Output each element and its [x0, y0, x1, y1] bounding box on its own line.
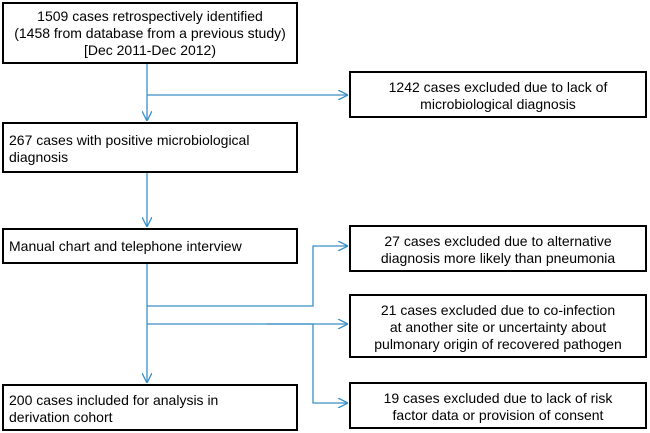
excluded-risk-line-2: factor data or provision of consent	[392, 407, 604, 423]
identified-line-3: [Dec 2011-Dec 2012)	[83, 42, 217, 58]
included-line-2: derivation cohort	[9, 409, 113, 425]
box-manual-chart: Manual chart and telephone interview	[2, 228, 298, 264]
arrow-to-excluded-alternative	[147, 246, 347, 307]
excluded-coinfection-line-2: at another site or uncertainty about	[389, 319, 607, 335]
box-excluded-alternative: 27 cases excluded due to alternative dia…	[349, 225, 647, 272]
excluded-coinfection-line-3: pulmonary origin of recovered pathogen	[374, 336, 622, 352]
box-positive-diagnosis: 267 cases with positive microbiological …	[2, 122, 298, 173]
excluded-microbio-line-1: 1242 cases excluded due to lack of	[388, 79, 608, 95]
arrow-to-excluded-risk	[267, 323, 347, 403]
excluded-coinfection-line-1: 21 cases excluded due to co-infection	[380, 302, 616, 318]
positive-line-1: 267 cases with positive microbiological	[9, 132, 250, 148]
excluded-alternative-line-2: diagnosis more likely than pneumonia	[380, 250, 616, 266]
identified-line-2: (1458 from database from a previous stud…	[14, 25, 286, 41]
box-included: 200 cases included for analysis in deriv…	[2, 384, 298, 431]
box-excluded-coinfection: 21 cases excluded due to co-infection at…	[349, 294, 647, 358]
manual-line-1: Manual chart and telephone interview	[9, 238, 242, 254]
box-excluded-microbio: 1242 cases excluded due to lack of micro…	[349, 71, 647, 118]
included-line-1: 200 cases included for analysis in	[9, 392, 219, 408]
identified-line-1: 1509 cases retrospectively identified	[37, 8, 263, 24]
excluded-alternative-line-1: 27 cases excluded due to alternative	[384, 233, 612, 249]
excluded-microbio-line-2: microbiological diagnosis	[420, 96, 576, 112]
box-excluded-risk: 19 cases excluded due to lack of risk fa…	[349, 382, 647, 429]
box-identified: 1509 cases retrospectively identified (1…	[2, 2, 298, 64]
positive-line-2: diagnosis	[9, 149, 69, 165]
excluded-risk-line-1: 19 cases excluded due to lack of risk	[383, 390, 613, 406]
